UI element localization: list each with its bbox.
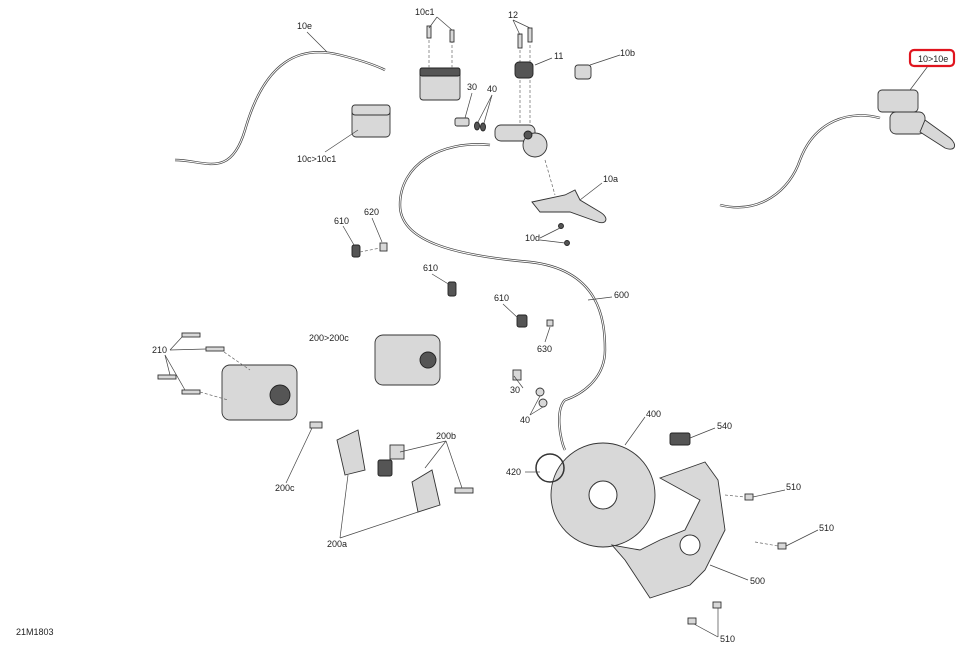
callout-10c: 10c>10c1	[297, 154, 336, 164]
callout-500: 500	[750, 576, 765, 586]
callout-10c1: 10c1	[415, 7, 435, 17]
callout-12: 12	[508, 10, 518, 20]
callout-30: 30	[467, 82, 477, 92]
brake-lever-10a	[531, 189, 607, 224]
callout-10e: 10e	[297, 21, 312, 31]
callout-200b: 200b	[436, 431, 456, 441]
callout-420: 420	[506, 467, 521, 477]
caliper-200	[374, 334, 441, 386]
leader-lines	[164, 16, 929, 638]
callout-40: 40	[487, 84, 497, 94]
reservoir-10c1	[419, 67, 461, 101]
callout-200c: 200c	[275, 483, 295, 493]
callout-610: 610	[334, 216, 349, 226]
callout-40: 40	[520, 415, 530, 425]
disc-guard-500	[610, 461, 726, 599]
highlight-box	[908, 48, 956, 68]
clamp-11	[514, 61, 534, 79]
o-ring-420	[535, 453, 565, 483]
callout-630: 630	[537, 344, 552, 354]
callout-400: 400	[646, 409, 661, 419]
caliper-200c	[221, 364, 298, 421]
reservoir-10c	[351, 104, 391, 138]
callout-10-highlighted[interactable]: 10>10e	[918, 54, 948, 64]
callout-10b: 10b	[620, 48, 635, 58]
switch-10b	[574, 64, 592, 80]
brake-disc-400	[550, 442, 656, 548]
callout-200a: 200a	[327, 539, 347, 549]
callout-11: 11	[554, 51, 563, 61]
callout-610: 610	[494, 293, 509, 303]
callout-10d: 10d	[525, 233, 540, 243]
master-cylinder-assembly-10	[877, 89, 956, 150]
bracket-540	[669, 432, 691, 446]
callout-510: 510	[786, 482, 801, 492]
callout-510: 510	[720, 634, 735, 644]
callout-610: 610	[423, 263, 438, 273]
callout-600: 600	[614, 290, 629, 300]
callout-10a: 10a	[603, 174, 618, 184]
callout-620: 620	[364, 207, 379, 217]
callout-200: 200>200c	[309, 333, 349, 343]
callout-540: 540	[717, 421, 732, 431]
callout-30: 30	[510, 385, 520, 395]
drawing-number: 21M1803	[16, 627, 54, 637]
callout-510: 510	[819, 523, 834, 533]
master-cylinder	[454, 117, 548, 158]
callout-210: 210	[152, 345, 167, 355]
brake-pad-200a	[336, 429, 366, 476]
